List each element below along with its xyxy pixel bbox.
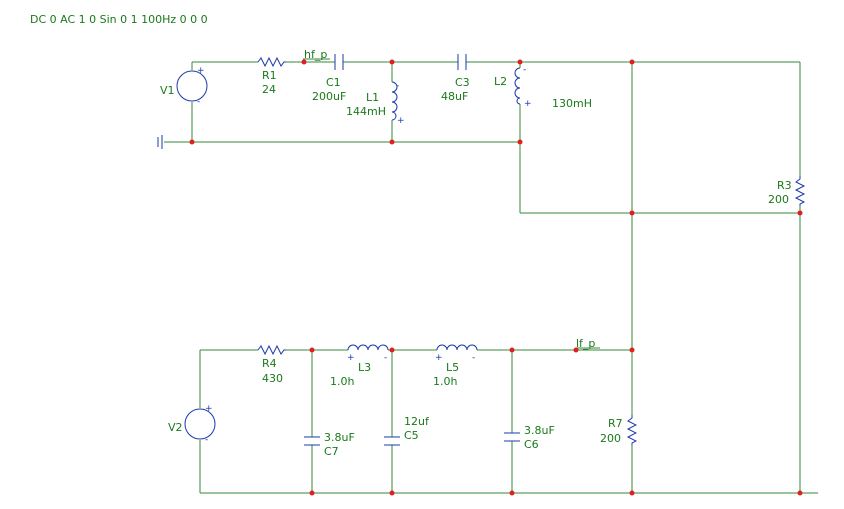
c1-ref-label: C1 [326,76,341,89]
junction-dot [309,347,315,353]
junction-dot [301,59,307,65]
junction-dot [509,490,515,496]
l5-ref-label: L5 [446,361,459,374]
c1-capacitor-icon[interactable] [334,54,344,70]
c3-capacitor-icon[interactable] [457,54,467,70]
junction-dot [629,210,635,216]
top-circuit-wires [164,61,801,493]
hf-net-label: hf_p [304,48,327,61]
l5-inductor-icon[interactable] [436,344,478,351]
r7-value-label: 200 [600,432,621,445]
junction-dot [629,347,635,353]
svg-text:-: - [523,65,526,75]
junction-dot [517,59,523,65]
c5-capacitor-icon[interactable] [384,436,400,446]
c3-value-label: 48uF [441,90,468,103]
l2-value-label: 130mH [552,97,592,110]
l3-ref-label: L3 [358,361,371,374]
simulation-settings-text: DC 0 AC 1 0 Sin 0 1 100Hz 0 0 0 [30,13,208,26]
junction-dot [309,490,315,496]
l2-inductor-icon[interactable] [514,67,521,105]
r3-ref-label: R3 [777,179,792,192]
junction-dot [389,490,395,496]
r4-ref-label: R4 [262,357,277,370]
lf-net-label: lf_p [576,337,595,350]
r7-ref-label: R7 [608,417,623,430]
c7-ref-label: C7 [324,445,339,458]
junction-dot [389,139,395,145]
ground-icon [157,135,163,149]
r1-ref-label: R1 [262,69,277,82]
junction-dot [509,347,515,353]
r1-resistor-icon[interactable] [257,56,286,68]
l3-value-label: 1.0h [330,375,354,388]
svg-text:-: - [396,81,399,91]
junction-dot [629,59,635,65]
l5-value-label: 1.0h [433,375,457,388]
svg-text:+: + [524,99,532,109]
bottom-circuit-wires [199,349,818,494]
junction-dot [573,347,579,353]
junction-dot [629,490,635,496]
r4-resistor-icon[interactable] [257,344,286,356]
junction-dot [189,139,195,145]
c7-value-label: 3.8uF [324,431,355,444]
junction-dot [797,490,803,496]
svg-text:+: + [197,66,205,76]
c5-value-label: 12uf [404,415,430,428]
junction-dot [797,210,803,216]
r3-value-label: 200 [768,193,789,206]
c7-capacitor-icon[interactable] [304,436,320,446]
r4-value-label: 430 [262,372,283,385]
junction-dot [389,347,395,353]
svg-text:+: + [435,353,443,363]
r3-resistor-icon[interactable] [794,176,806,206]
svg-text:-: - [197,97,200,107]
v1-source-icon[interactable]: + - [176,66,208,107]
v2-ref-label: V2 [168,421,183,434]
l3-inductor-icon[interactable] [347,344,389,351]
junction-dot [389,59,395,65]
r7-resistor-icon[interactable] [626,415,638,445]
svg-text:-: - [384,353,387,363]
svg-text:+: + [397,116,405,126]
svg-text:-: - [205,435,208,445]
c1-value-label: 200uF [312,90,346,103]
l2-ref-label: L2 [494,75,507,88]
c6-capacitor-icon[interactable] [504,432,520,442]
c6-ref-label: C6 [524,438,539,451]
junction-dots [189,59,803,496]
l1-ref-label: L1 [366,91,379,104]
v2-source-icon[interactable]: + - [184,404,216,445]
svg-text:+: + [347,353,355,363]
svg-text:-: - [472,353,475,363]
svg-text:+: + [205,404,213,414]
v1-ref-label: V1 [160,84,175,97]
l1-inductor-icon[interactable] [391,81,398,121]
r1-value-label: 24 [262,83,276,96]
c6-value-label: 3.8uF [524,424,555,437]
junction-dot [517,139,523,145]
l1-value-label: 144mH [346,105,386,118]
c3-ref-label: C3 [455,76,470,89]
c5-ref-label: C5 [404,429,419,442]
